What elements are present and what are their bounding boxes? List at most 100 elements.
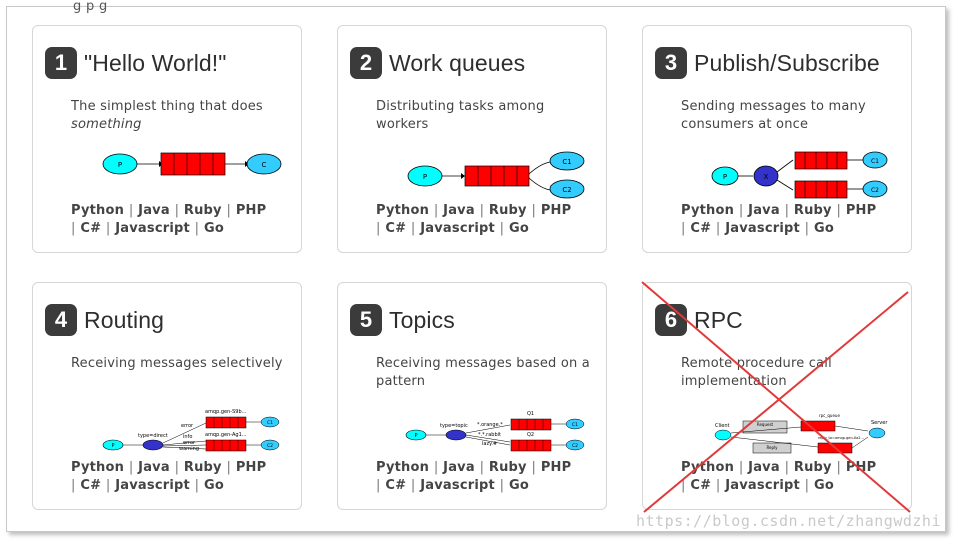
link-go[interactable]: Go [203, 478, 224, 493]
queue-1 [510, 418, 552, 431]
link-go[interactable]: Go [508, 221, 529, 236]
tutorial-title[interactable]: "Hello World!" [84, 49, 227, 76]
link-java[interactable]: Java [138, 203, 170, 218]
link-python[interactable]: Python [71, 460, 125, 475]
link-ruby[interactable]: Ruby [183, 460, 222, 475]
cut-off-intro-text: g p g [73, 0, 108, 14]
tutorial-description: Distributing tasks among workers [376, 99, 545, 132]
link-csharp[interactable]: C# [690, 478, 712, 493]
topics-diagram: P type=topic *.orange.* *.*.rabbit lazy.… [405, 411, 585, 452]
emphasis-text: something [71, 117, 142, 132]
link-javascript[interactable]: Javascript [115, 478, 190, 493]
tutorial-description: Receiving messages selectively [71, 356, 283, 371]
queue-2 [510, 439, 552, 452]
exchange-label: X [764, 173, 769, 181]
link-php[interactable]: PHP [845, 460, 877, 475]
link-csharp[interactable]: C# [385, 478, 407, 493]
link-go[interactable]: Go [813, 478, 834, 493]
link-python[interactable]: Python [71, 203, 125, 218]
rpc-queue [800, 420, 836, 432]
link-java[interactable]: Java [443, 203, 475, 218]
link-ruby[interactable]: Ruby [183, 203, 222, 218]
tutorial-card-routing[interactable]: 4 Routing Receiving messages selectively… [32, 282, 302, 510]
server-label: Server [871, 420, 888, 426]
link-csharp[interactable]: C# [80, 478, 102, 493]
card-header: 1 "Hello World!" [45, 46, 227, 80]
binding-error-2: error [183, 440, 196, 446]
link-java[interactable]: Java [748, 460, 780, 475]
link-ruby[interactable]: Ruby [488, 203, 527, 218]
tutorial-title[interactable]: RPC [694, 306, 743, 333]
tutorial-card-rpc[interactable]: 6 RPC Remote procedure call implementati… [642, 282, 912, 510]
language-links: Python | Java | Ruby | PHP | C# | Javasc… [376, 203, 572, 236]
link-java[interactable]: Java [748, 203, 780, 218]
link-javascript[interactable]: Javascript [115, 221, 190, 236]
link-javascript[interactable]: Javascript [725, 221, 800, 236]
tutorial-title[interactable]: Topics [389, 306, 455, 333]
producer-label: P [423, 173, 427, 181]
language-links: Python | Java | Ruby | PHP | C# | Javasc… [681, 203, 877, 236]
link-go[interactable]: Go [508, 478, 529, 493]
link-python[interactable]: Python [376, 203, 430, 218]
link-php[interactable]: PHP [845, 203, 877, 218]
link-php[interactable]: PHP [235, 460, 267, 475]
link-python[interactable]: Python [681, 203, 735, 218]
link-ruby[interactable]: Ruby [793, 460, 832, 475]
queue [464, 165, 530, 187]
link-python[interactable]: Python [681, 460, 735, 475]
tutorial-card-publish-subscribe[interactable]: 3 Publish/Subscribe Sending messages to … [642, 25, 912, 253]
consumer-2-label: C2 [572, 443, 578, 449]
consumer-1-label: C1 [871, 158, 879, 165]
consumer-2-label: C2 [562, 186, 571, 194]
consumer-2-label: C2 [267, 443, 273, 449]
tutorial-number-badge: 1 [45, 47, 77, 79]
link-go[interactable]: Go [813, 221, 834, 236]
queue-2 [205, 439, 247, 452]
tutorial-description: Remote procedure call implementation [681, 356, 832, 389]
link-java[interactable]: Java [138, 460, 170, 475]
link-ruby[interactable]: Ruby [793, 203, 832, 218]
tutorial-number-badge: 2 [350, 47, 382, 79]
link-php[interactable]: PHP [235, 203, 267, 218]
language-links: Python | Java | Ruby | PHP | C# | Javasc… [376, 460, 572, 493]
tutorial-title[interactable]: Publish/Subscribe [694, 49, 880, 76]
language-links: Python | Java | Ruby | PHP | C# | Javasc… [71, 203, 267, 236]
tutorial-card-topics[interactable]: 5 Topics Receiving messages based on a p… [337, 282, 607, 510]
tutorial-title[interactable]: Work queues [389, 49, 526, 76]
tutorial-card-hello-world[interactable]: 1 "Hello World!" The simplest thing that… [32, 25, 302, 253]
rpc-queue-label: rpc_queue [819, 413, 840, 418]
consumer-1-label: C1 [267, 420, 273, 426]
binding-info: info [183, 434, 192, 440]
consumer-label: C [262, 161, 267, 169]
binding-warning: warning [179, 446, 199, 452]
link-python[interactable]: Python [376, 460, 430, 475]
producer-label: P [723, 173, 727, 181]
link-javascript[interactable]: Javascript [420, 221, 495, 236]
link-php[interactable]: PHP [540, 203, 572, 218]
request-label: Request [757, 422, 774, 427]
card-header: 3 Publish/Subscribe [655, 46, 880, 80]
language-links: Python | Java | Ruby | PHP | C# | Javasc… [71, 460, 267, 493]
link-ruby[interactable]: Ruby [488, 460, 527, 475]
link-csharp[interactable]: C# [690, 221, 712, 236]
queue-1 [205, 416, 247, 429]
publish-subscribe-diagram: P X C1 C2 [711, 151, 888, 199]
card-header: 4 Routing [45, 303, 164, 337]
exchange-type-label: type=topic [440, 423, 468, 429]
tutorial-number-badge: 4 [45, 304, 77, 336]
card-header: 5 Topics [350, 303, 455, 337]
binding-error-1: error [181, 423, 194, 429]
tutorial-title[interactable]: Routing [84, 306, 164, 333]
link-go[interactable]: Go [203, 221, 224, 236]
link-javascript[interactable]: Javascript [725, 478, 800, 493]
link-javascript[interactable]: Javascript [420, 478, 495, 493]
queue [160, 152, 226, 176]
link-java[interactable]: Java [443, 460, 475, 475]
link-csharp[interactable]: C# [385, 221, 407, 236]
link-csharp[interactable]: C# [80, 221, 102, 236]
tutorial-card-work-queues[interactable]: 2 Work queues Distributing tasks among w… [337, 25, 607, 253]
link-php[interactable]: PHP [540, 460, 572, 475]
tutorial-number-badge: 3 [655, 47, 687, 79]
rpc-diagram: Client Request Reply rpc_queue reply_to=… [714, 413, 888, 454]
queue-2 [794, 180, 848, 199]
